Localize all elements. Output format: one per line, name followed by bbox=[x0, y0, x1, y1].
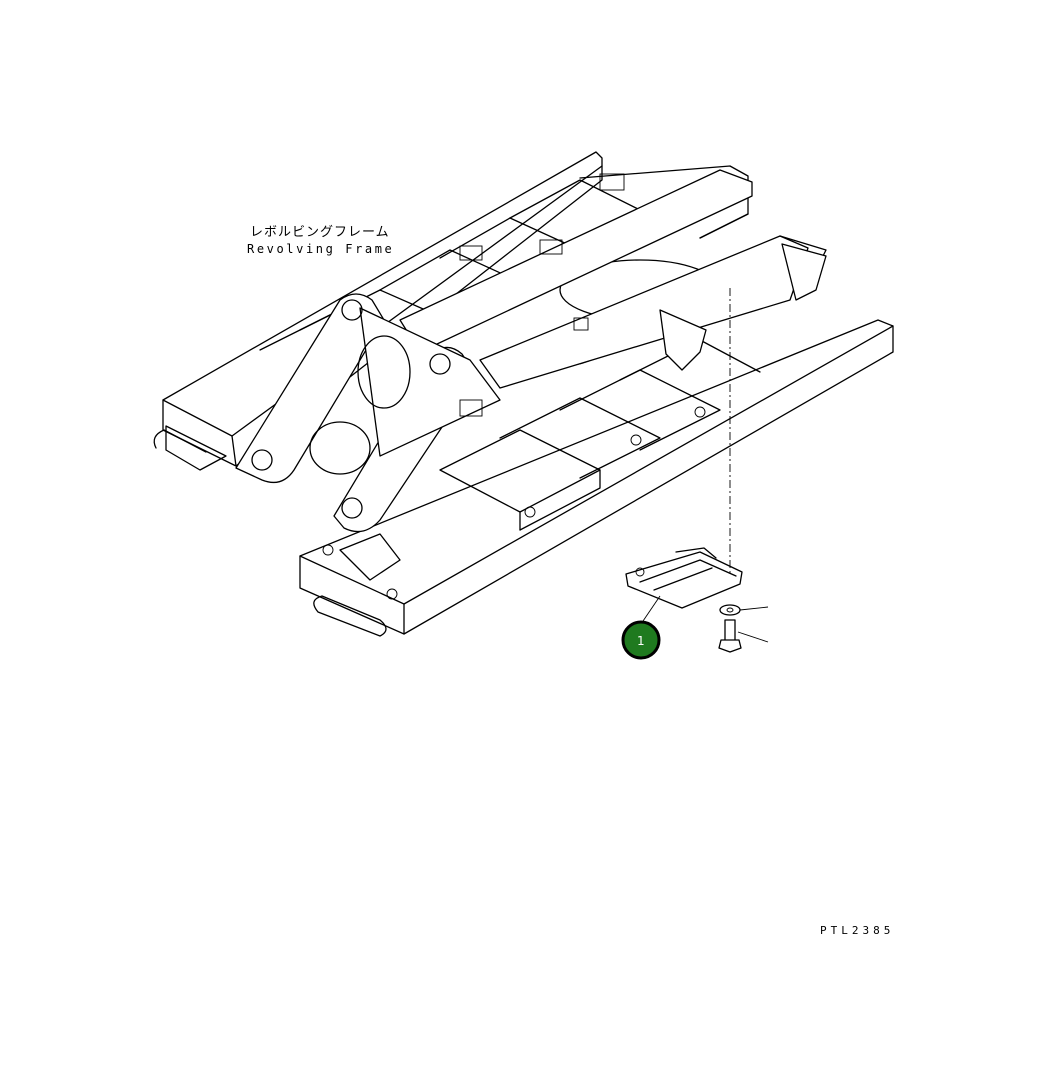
drawing-code: PTL2385 bbox=[820, 924, 894, 937]
assembly-label-japanese: レボルビングフレーム bbox=[250, 225, 390, 240]
revolving-frame-drawing bbox=[153, 151, 894, 637]
washer bbox=[719, 604, 769, 616]
callout-badge-1[interactable]: 1 bbox=[621, 620, 661, 660]
part-1-cover-plate bbox=[625, 547, 743, 609]
callout-circle[interactable] bbox=[621, 620, 661, 660]
assembly-label-english: Revolving Frame bbox=[247, 242, 394, 256]
callout-1-leader bbox=[640, 595, 661, 625]
bolt bbox=[718, 619, 769, 653]
callout-number: 1 bbox=[637, 634, 645, 648]
